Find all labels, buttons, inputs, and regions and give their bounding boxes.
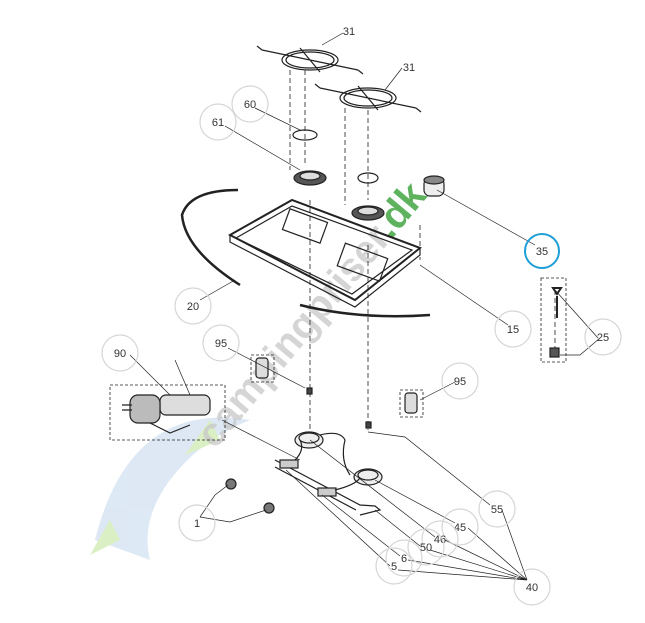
callout-95b: 95 (441, 362, 479, 400)
callout-45: 45 (441, 508, 479, 546)
callout-15: 15 (494, 310, 532, 348)
part-number-label: 6 (401, 553, 407, 565)
part-number-label: 15 (507, 324, 519, 336)
part-number-label: 61 (212, 117, 224, 129)
callout-circle (178, 504, 216, 542)
thermocouple-right (404, 392, 418, 414)
part-number-label: 95 (454, 376, 466, 388)
callout-circle (407, 528, 445, 566)
lower-burner-assembly (274, 431, 383, 516)
callout-5: 5 (375, 547, 413, 585)
callout-circle (441, 362, 479, 400)
highlight-circle (524, 233, 560, 269)
part-number-label: 20 (187, 301, 199, 313)
callout-1: 1 (178, 504, 216, 542)
part-number-label: 50 (420, 542, 432, 554)
pan-support-right (314, 83, 422, 113)
callout-circle (584, 318, 622, 356)
callout-circle (101, 334, 139, 372)
valve-box (109, 384, 226, 441)
watermark-logo (90, 417, 250, 560)
part-number-label: 35 (536, 246, 548, 258)
part-number-label: 55 (491, 504, 503, 516)
callout-35: 35 (524, 233, 560, 269)
callout-circle (513, 568, 551, 606)
pan-support-left (256, 45, 364, 75)
callout-50: 50 (407, 528, 445, 566)
gas-valve (122, 394, 211, 434)
knob (423, 175, 445, 197)
callout-circle (441, 508, 479, 546)
part-number-label: 5 (391, 561, 397, 573)
callout-61: 61 (199, 103, 237, 141)
part-number-label: 40 (526, 582, 538, 594)
part-number-label: 45 (454, 522, 466, 534)
callout-circle (375, 547, 413, 585)
callout-circle (231, 85, 269, 123)
callout-circle (174, 287, 212, 325)
leader-lines (129, 32, 601, 581)
part-number-label: 90 (114, 348, 126, 360)
callout-circle (421, 520, 459, 558)
callout-circle (494, 310, 532, 348)
callout-6: 6 (385, 539, 423, 577)
callout-55: 55 (478, 490, 516, 528)
callout-31b: 31 (403, 62, 415, 74)
callout-31a: 31 (343, 26, 355, 38)
hob-plate (227, 198, 422, 308)
part-number-label: 60 (244, 99, 256, 111)
callout-circle (478, 490, 516, 528)
part-number-label: 31 (403, 62, 415, 74)
part-number-label: 95 (215, 338, 227, 350)
assembly-axis-lines (289, 70, 556, 440)
callout-25: 25 (584, 318, 622, 356)
part-number-label: 25 (597, 332, 609, 344)
callout-20: 20 (174, 287, 212, 325)
callout-90: 90 (101, 334, 139, 372)
seal-strip (180, 188, 431, 318)
thermocouple-left (255, 357, 269, 379)
part-number-label: 1 (194, 518, 200, 530)
watermark-text: campingpriser.dk (188, 173, 435, 456)
callout-circle (202, 324, 240, 362)
callout-circle (385, 539, 423, 577)
callout-95a: 95 (202, 324, 240, 362)
callout-40: 40 (513, 568, 551, 606)
callout-60: 60 (231, 85, 269, 123)
screw-set-box (540, 277, 567, 363)
part-number-label: 31 (343, 26, 355, 38)
callout-circle (199, 103, 237, 141)
burner-caps (292, 129, 385, 221)
